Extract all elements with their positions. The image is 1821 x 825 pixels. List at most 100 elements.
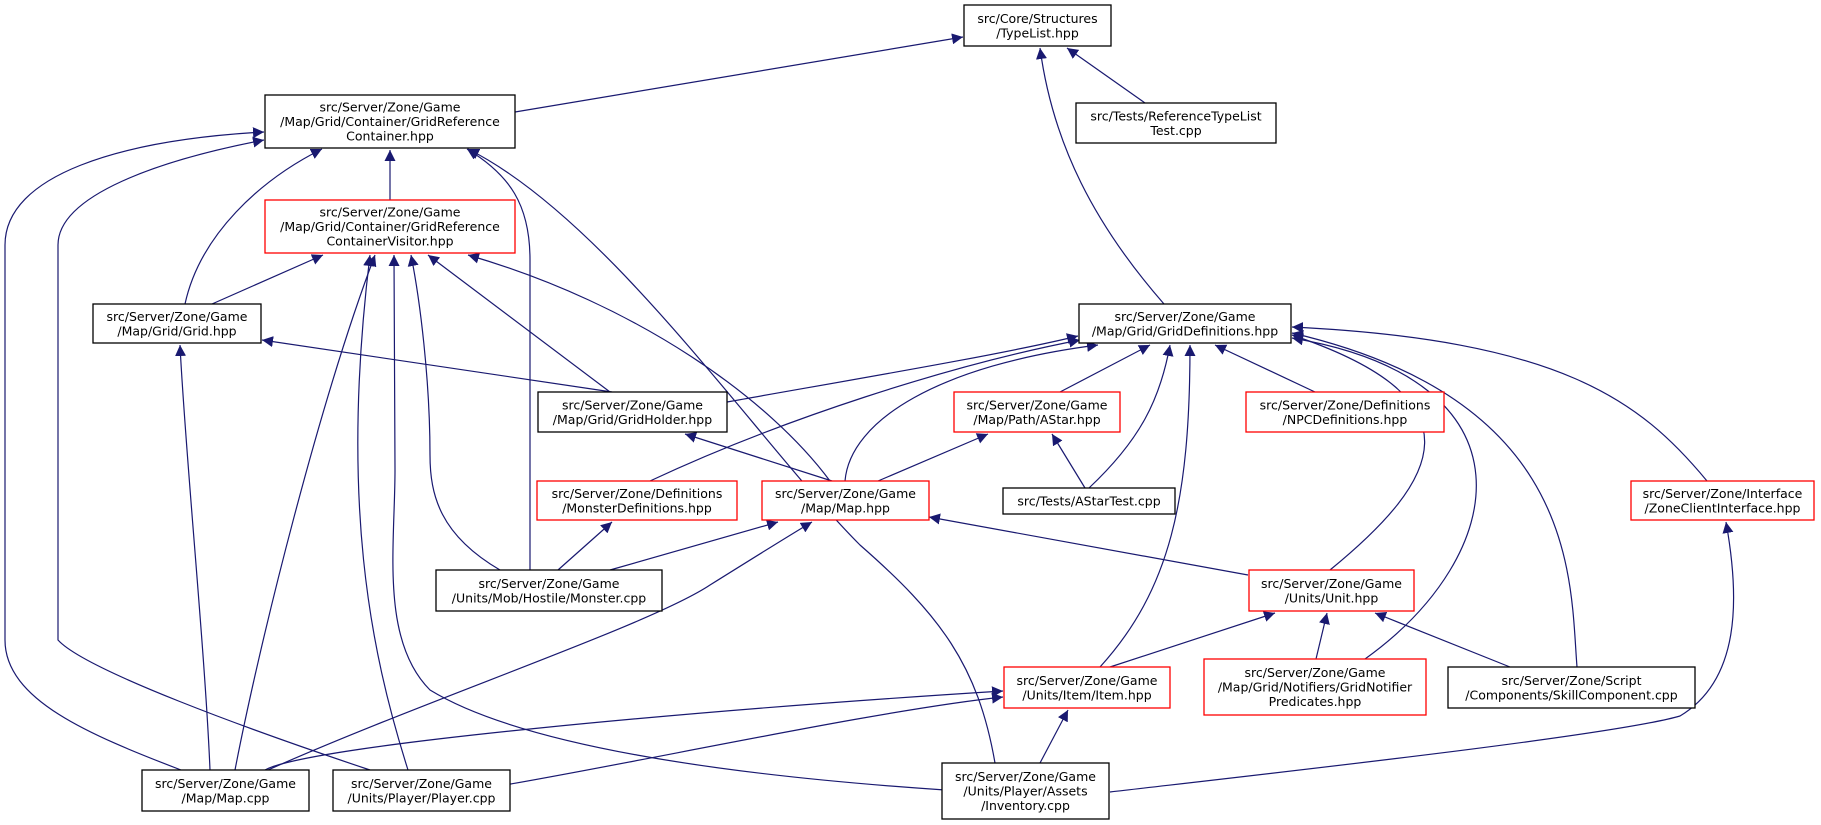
- node-gridnotifier[interactable]: src/Server/Zone/Game/Map/Grid/Notifiers/…: [1203, 658, 1427, 716]
- node-label-line: src/Server/Zone/Game: [155, 776, 296, 791]
- node-label-line: src/Server/Zone/Script: [1502, 673, 1642, 688]
- node-label-line: /Units/Item/Item.hpp: [1022, 687, 1151, 702]
- node-box: [1630, 480, 1815, 521]
- node-label-line: /Map/Grid/Container/GridReference: [280, 219, 500, 234]
- node-label-line: /Map/Map.hpp: [801, 500, 890, 515]
- node-box: [761, 480, 930, 521]
- edge-mapcpp-to-item: [264, 686, 1004, 771]
- edge-unit-to-maphpp: [928, 513, 1249, 576]
- node-griddef[interactable]: src/Server/Zone/Game/Map/Grid/GridDefini…: [1078, 303, 1292, 344]
- edge-gridholder-to-grid: [261, 336, 613, 393]
- node-label-line: /NPCDefinitions.hpp: [1283, 412, 1408, 427]
- edge-astartest-to-astar: [1051, 433, 1086, 489]
- edge-monster-to-maphpp: [609, 519, 779, 571]
- node-label-line: src/Server/Zone/Game: [479, 576, 620, 591]
- node-gridrefvis[interactable]: src/Server/Zone/Game/Map/Grid/Container/…: [264, 199, 516, 254]
- edge-mapcpp-to-gridrefvis: [234, 254, 377, 771]
- edge-gridref-to-typelist: [514, 33, 964, 113]
- node-player[interactable]: src/Server/Zone/Game/Units/Player/Player…: [332, 769, 511, 812]
- node-label-line: Predicates.hpp: [1269, 694, 1362, 709]
- node-label-line: Test.cpp: [1149, 123, 1201, 138]
- node-label-line: src/Server/Zone/Interface: [1643, 486, 1803, 501]
- node-label-line: /Inventory.cpp: [981, 798, 1070, 813]
- node-label-line: ContainerVisitor.hpp: [326, 234, 453, 249]
- node-box: [1248, 569, 1415, 612]
- node-label-line: /ZoneClientInterface.hpp: [1645, 500, 1801, 515]
- nodes-layer: src/Core/Structures/TypeList.hpp src/Serv…: [92, 4, 1815, 820]
- edge-mapcpp-to-grid: [175, 344, 211, 771]
- node-label-line: /Map/Path/AStar.hpp: [973, 412, 1100, 427]
- node-astartest[interactable]: src/Tests/AStarTest.cpp: [1002, 487, 1176, 515]
- node-label-line: src/Server/Zone/Game: [775, 486, 916, 501]
- node-box: [1245, 391, 1445, 433]
- node-label-line: src/Server/Zone/Game: [107, 309, 248, 324]
- edge-inventory-to-zoneclient: [1109, 521, 1735, 793]
- node-box: [536, 480, 738, 521]
- node-label-line: src/Server/Zone/Game: [1261, 576, 1402, 591]
- node-inventory[interactable]: src/Server/Zone/Game/Units/Player/Assets…: [941, 762, 1110, 820]
- node-mapcpp[interactable]: src/Server/Zone/Game/Map/Map.cpp: [141, 769, 310, 812]
- node-label-line: /Map/Grid/Grid.hpp: [117, 323, 236, 338]
- edge-griddef-to-typelist: [1036, 47, 1165, 305]
- edge-gridnotifier-to-unit: [1315, 612, 1330, 660]
- node-label-line: /TypeList.hpp: [996, 25, 1079, 40]
- edge-mapcpp-to-maphpp: [267, 521, 813, 771]
- node-gridref[interactable]: src/Server/Zone/Game/Map/Grid/Container/…: [264, 94, 516, 149]
- node-label-line: src/Server/Zone/Definitions: [1260, 397, 1431, 412]
- edge-maphpp-to-gridrefvis: [467, 252, 831, 482]
- node-label-line: src/Core/Structures: [977, 11, 1097, 26]
- edge-monster-to-monsterdef: [557, 521, 613, 571]
- edge-player-to-item: [504, 692, 1004, 786]
- node-label-line: /Units/Mob/Hostile/Monster.cpp: [452, 590, 646, 605]
- node-maphpp[interactable]: src/Server/Zone/Game/Map/Map.hpp: [761, 480, 930, 521]
- edge-item-to-griddef: [1099, 344, 1196, 668]
- node-label-line: src/Tests/ReferenceTypeList: [1090, 108, 1261, 123]
- node-box: [1078, 303, 1292, 344]
- edge-maphpp-to-astar: [877, 433, 989, 482]
- node-box: [1002, 487, 1176, 515]
- node-box: [537, 391, 728, 433]
- edges-layer: [4, 33, 1735, 793]
- node-label-line: /MonsterDefinitions.hpp: [562, 500, 712, 515]
- node-label-line: /Map/Grid/GridDefinitions.hpp: [1092, 323, 1278, 338]
- node-label-line: src/Server/Zone/Game: [1017, 673, 1158, 688]
- node-item[interactable]: src/Server/Zone/Game/Units/Item/Item.hpp: [1003, 666, 1171, 709]
- node-label-line: /Map/Grid/GridHolder.hpp: [553, 412, 712, 427]
- node-unit[interactable]: src/Server/Zone/Game/Units/Unit.hpp: [1248, 569, 1415, 612]
- edge-gridholder-to-griddef: [726, 333, 1079, 403]
- edge-maphpp-to-griddef: [844, 340, 1099, 482]
- node-skill[interactable]: src/Server/Zone/Script/Components/SkillC…: [1447, 666, 1696, 709]
- node-box: [941, 762, 1110, 820]
- node-label-line: src/Server/Zone/Game: [562, 397, 703, 412]
- edge-item-to-unit: [1109, 611, 1276, 668]
- node-label-line: /Map/Map.cpp: [182, 790, 270, 805]
- node-zoneclient[interactable]: src/Server/Zone/Interface/ZoneClientInte…: [1630, 480, 1815, 521]
- edge-inventory-to-item: [1039, 709, 1069, 764]
- edge-unit-to-griddef: [1291, 333, 1426, 571]
- node-astar[interactable]: src/Server/Zone/Game/Map/Path/AStar.hpp: [953, 391, 1121, 433]
- node-label-line: src/Server/Zone/Game: [955, 769, 1096, 784]
- node-box: [1447, 666, 1696, 709]
- node-label-line: /Units/Player/Player.cpp: [348, 790, 496, 805]
- edge-skill-to-unit: [1374, 611, 1511, 668]
- node-box: [264, 199, 516, 254]
- node-npcdef[interactable]: src/Server/Zone/Definitions/NPCDefinitio…: [1245, 391, 1445, 433]
- edge-grid-to-gridref: [184, 148, 323, 305]
- edge-monster-to-gridref: [466, 148, 531, 571]
- node-label-line: src/Server/Zone/Game: [351, 776, 492, 791]
- node-label-line: src/Server/Zone/Game: [967, 397, 1108, 412]
- node-box: [92, 303, 262, 344]
- node-monster[interactable]: src/Server/Zone/Game/Units/Mob/Hostile/M…: [435, 569, 663, 612]
- node-box: [1075, 102, 1277, 144]
- node-grid[interactable]: src/Server/Zone/Game/Map/Grid/Grid.hpp: [92, 303, 262, 344]
- node-label-line: src/Server/Zone/Game: [320, 205, 461, 220]
- node-gridholder[interactable]: src/Server/Zone/Game/Map/Grid/GridHolder…: [537, 391, 728, 433]
- edge-grid-to-gridrefvis: [211, 254, 324, 305]
- node-label-line: src/Server/Zone/Game: [1245, 665, 1386, 680]
- node-typelist[interactable]: src/Core/Structures/TypeList.hpp: [963, 4, 1112, 47]
- edge-astar-to-griddef: [1059, 344, 1151, 393]
- node-box: [1003, 666, 1171, 709]
- node-monsterdef[interactable]: src/Server/Zone/Definitions/MonsterDefin…: [536, 480, 738, 521]
